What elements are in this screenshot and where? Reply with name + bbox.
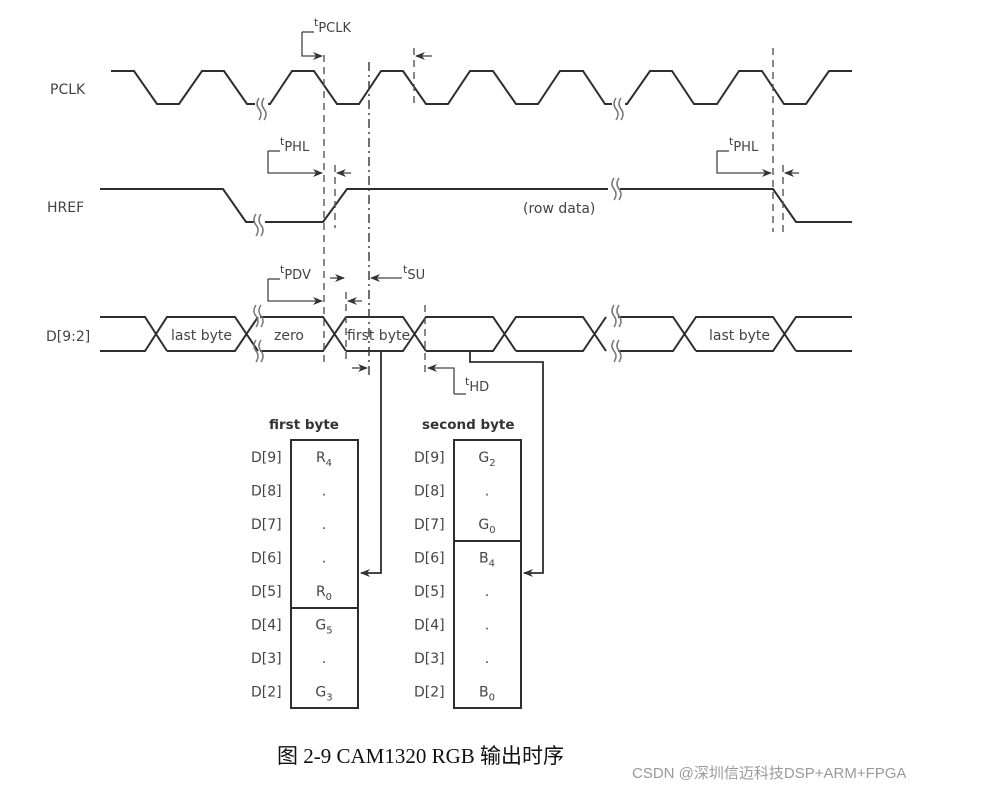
data-segment-last-byte-2: last byte <box>709 328 770 344</box>
second-byte-box <box>453 439 522 709</box>
first-byte-bit-value: . <box>322 551 326 567</box>
t-pdv-label: tPDV <box>280 263 311 283</box>
first-byte-bit-value: . <box>322 517 326 533</box>
data-segment-last-byte-1: last byte <box>171 328 232 344</box>
second-byte-pin-label: D[4] <box>414 618 445 634</box>
figure-caption: 图 2-9 CAM1320 RGB 输出时序 <box>277 744 565 768</box>
first-byte-pin-label: D[8] <box>251 484 282 500</box>
second-byte-pin-label: D[6] <box>414 551 445 567</box>
data-segment-zero: zero <box>274 328 304 344</box>
second-byte-pin-label: D[8] <box>414 484 445 500</box>
second-byte-bit-value: . <box>485 618 489 634</box>
second-byte-pin-label: D[5] <box>414 584 445 600</box>
href-row-data-label: (row data) <box>523 201 595 217</box>
second-byte-pin-label: D[2] <box>414 685 445 701</box>
signal-label-data: D[9:2] <box>46 329 90 345</box>
first-byte-bit-value: G3 <box>315 685 332 704</box>
watermark: CSDN @深圳信迈科技DSP+ARM+FPGA <box>632 765 907 782</box>
href-break-2 <box>611 177 622 201</box>
t-hd-arrow <box>427 364 455 394</box>
second-byte-table: second byte D[9] G2D[8]. D[7] G0D[6] B4D[5].… <box>414 417 522 709</box>
signal-label-pclk: PCLK <box>50 82 86 98</box>
first-byte-bit-value: . <box>322 484 326 500</box>
t-pclk-label: tPCLK <box>314 16 351 36</box>
second-byte-bit-value: G0 <box>478 517 495 536</box>
second-byte-route-arrow <box>469 351 544 577</box>
t-phl-2-arrow-left <box>716 151 772 177</box>
signal-label-href: HREF <box>47 200 84 216</box>
first-byte-bit-value: . <box>322 651 326 667</box>
second-byte-title: second byte <box>422 417 515 433</box>
first-byte-box <box>290 439 359 709</box>
data-break-2b <box>611 339 622 363</box>
second-byte-pin-label: D[3] <box>414 651 445 667</box>
pclk-break-1 <box>256 97 267 121</box>
href-break-1 <box>253 213 264 237</box>
data-break-1b <box>253 339 264 363</box>
first-byte-bit-value: R0 <box>316 584 332 603</box>
second-byte-bit-value: B0 <box>479 685 495 704</box>
data-segment-first-byte: first byte <box>347 328 410 344</box>
first-byte-pin-label: D[2] <box>251 685 282 701</box>
t-pclk-arrow-left <box>301 32 323 60</box>
data-break-1a <box>253 304 264 328</box>
first-byte-pin-label: D[7] <box>251 517 282 533</box>
second-byte-pin-label: D[7] <box>414 517 445 533</box>
first-byte-pin-label: D[9] <box>251 450 282 466</box>
first-byte-route-arrow <box>360 351 382 577</box>
pclk-break-2 <box>613 97 624 121</box>
first-byte-title: first byte <box>269 417 339 433</box>
t-phl-1-label: tPHL <box>280 135 310 155</box>
t-phl-1-arrow-left <box>267 151 323 177</box>
second-byte-bit-value: . <box>485 484 489 500</box>
t-hd-label: tHD <box>465 375 489 395</box>
first-byte-pin-label: D[6] <box>251 551 282 567</box>
t-su-label: tSU <box>403 263 425 283</box>
pclk-waveform <box>111 70 852 105</box>
first-byte-bit-value: G5 <box>315 618 332 637</box>
t-pdv-arrow-left <box>267 279 323 305</box>
second-byte-bit-value: . <box>485 584 489 600</box>
first-byte-pin-label: D[3] <box>251 651 282 667</box>
data-break-2a <box>611 304 622 328</box>
t-phl-2-label: tPHL <box>729 135 759 155</box>
second-byte-bit-value: . <box>485 651 489 667</box>
href-waveform <box>100 188 852 223</box>
first-byte-table: first byte D[9] R4D[8]. D[7]. D[6]. D[5] R0D[… <box>251 417 359 709</box>
first-byte-pin-label: D[5] <box>251 584 282 600</box>
second-byte-bit-value: G2 <box>478 450 495 469</box>
first-byte-pin-label: D[4] <box>251 618 282 634</box>
second-byte-bit-value: B4 <box>479 551 495 570</box>
second-byte-pin-label: D[9] <box>414 450 445 466</box>
first-byte-bit-value: R4 <box>316 450 332 469</box>
